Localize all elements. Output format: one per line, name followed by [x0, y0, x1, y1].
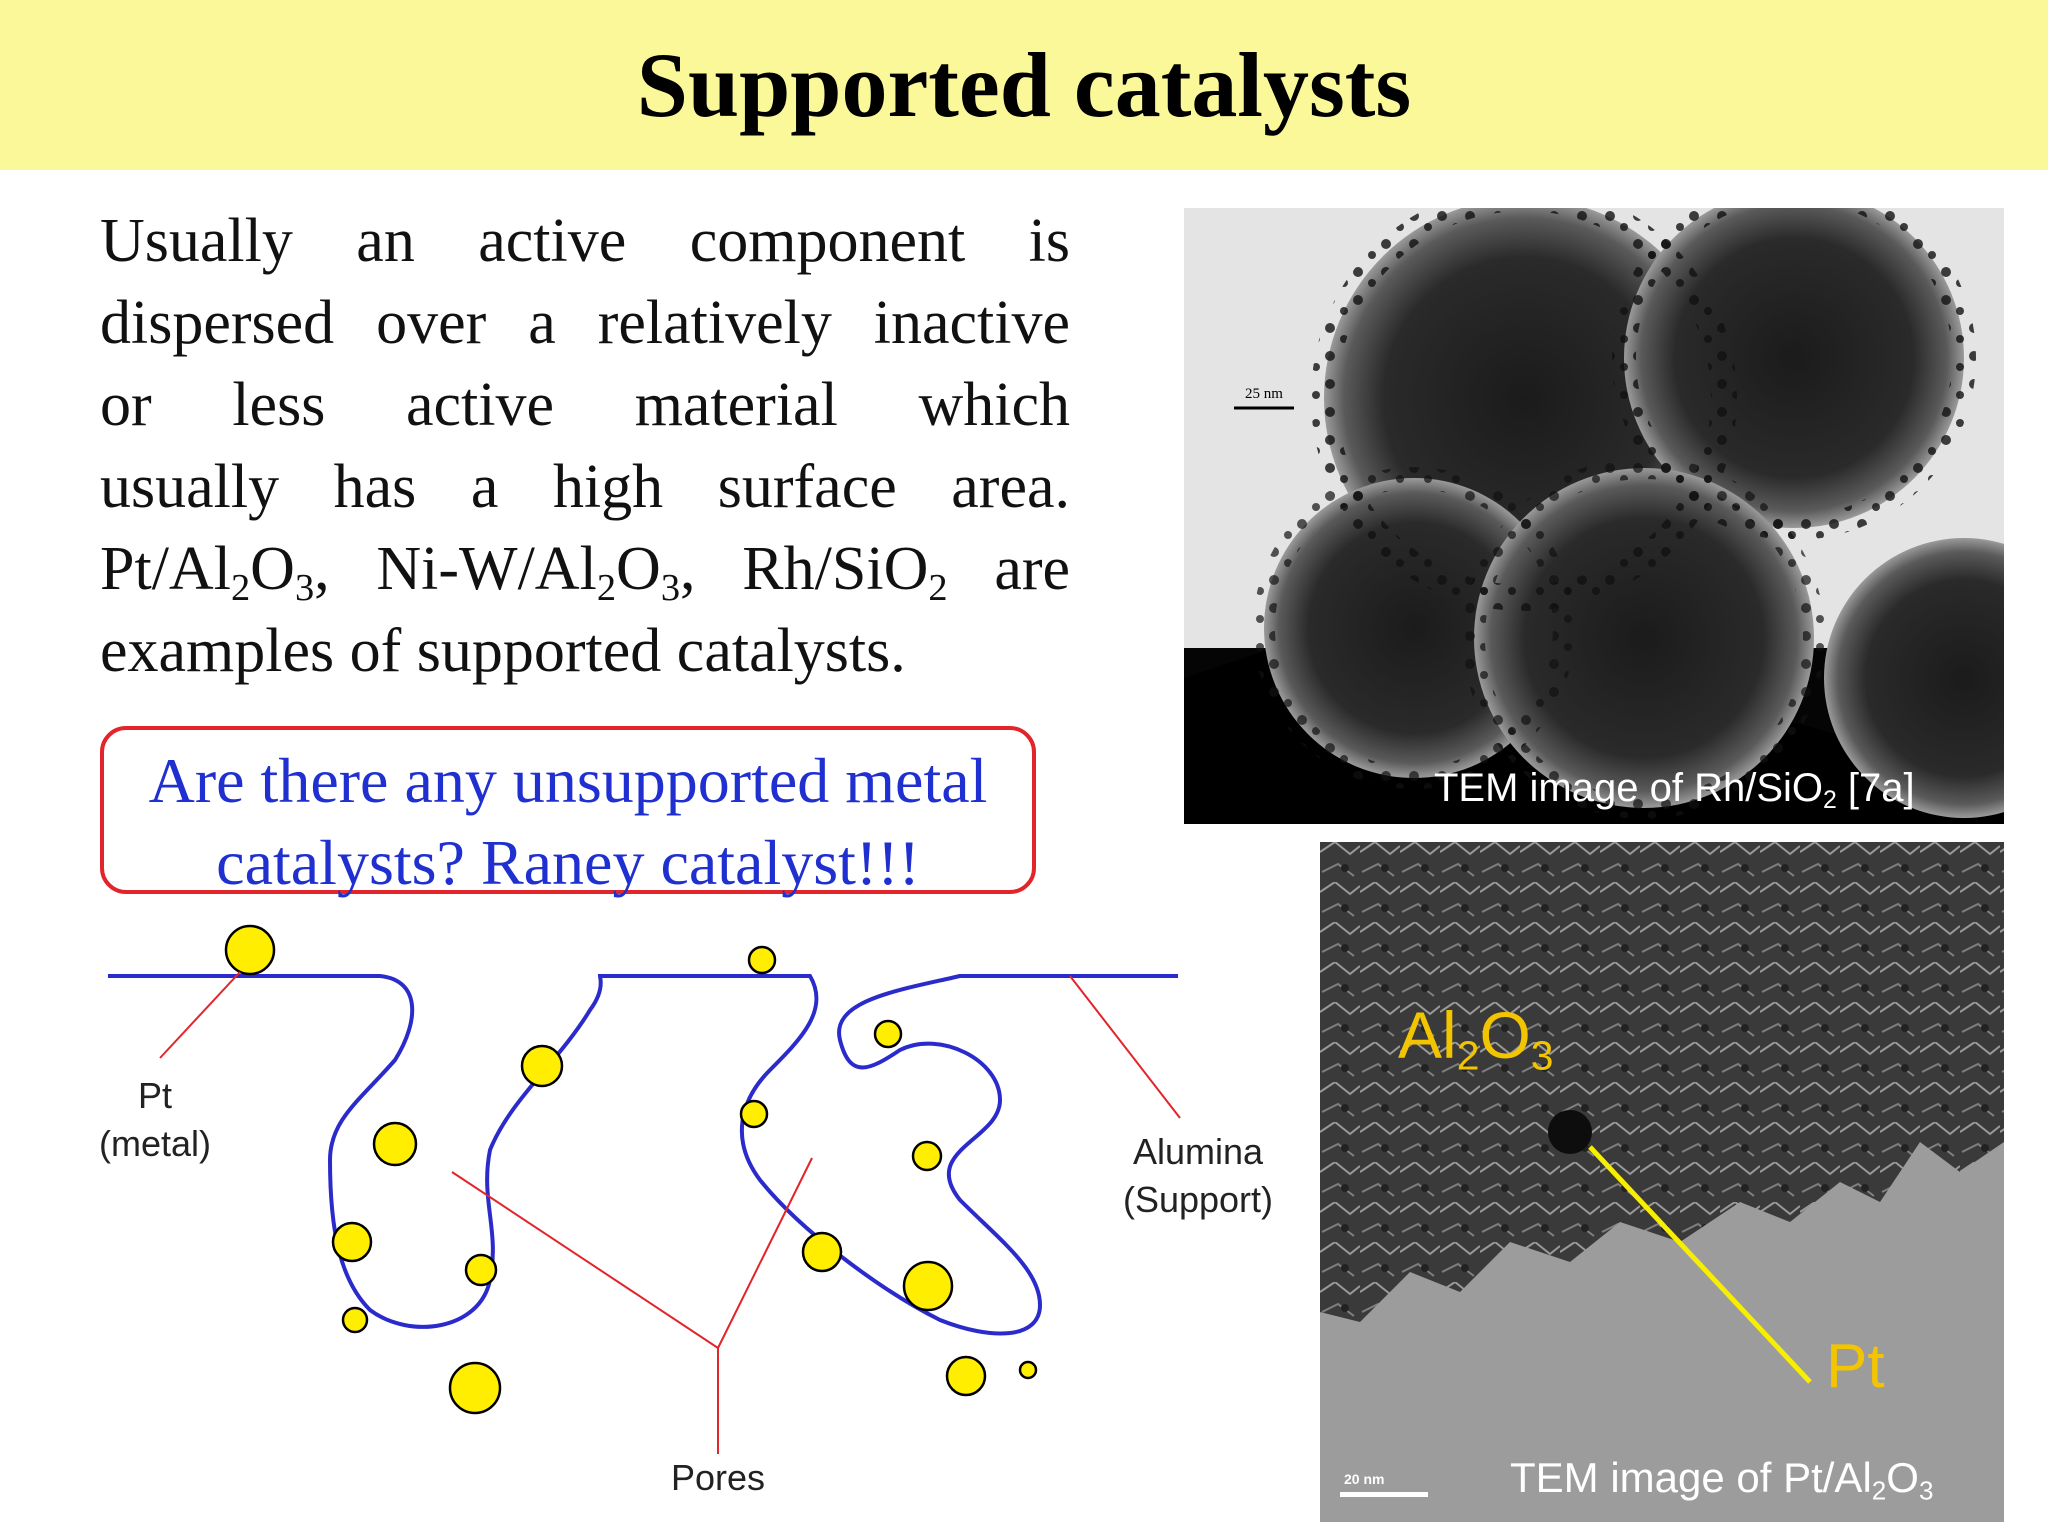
pt-particle [520, 1044, 564, 1088]
pt-particle [1018, 1360, 1038, 1380]
body-line-formulas: Pt/Al2O3, Ni-W/Al2O3, Rh/SiO2 are [100, 528, 1070, 610]
question-line-2: catalysts? Raney catalyst!!! [216, 827, 920, 898]
pt-particle [739, 1099, 769, 1129]
formula-sub: 2 [230, 566, 251, 609]
pores-pointer-line [717, 1157, 813, 1349]
body-line-1: Usually an active component is [100, 207, 1070, 275]
pt-pointer-line [159, 971, 241, 1059]
caption-text: TEM image of Rh/SiO [1434, 766, 1824, 810]
o-sub: 3 [1530, 1032, 1554, 1079]
pores-label: Pores [670, 1457, 766, 1498]
formula-pt: Pt/Al [100, 535, 231, 603]
caption-suffix: [7a] [1836, 766, 1915, 810]
silica-sphere [1474, 468, 1814, 808]
tem-pt-graphic: 20 nm [1320, 842, 2004, 1522]
formula-sub: 2 [928, 566, 948, 609]
caption-text: TEM image of Pt/Al [1510, 1454, 1872, 1501]
pt-particle [372, 1121, 418, 1167]
tem-image-rh-sio2: 25 nm TEM image of Rh/SiO2 [7a] [1184, 176, 2048, 824]
pt-particle [911, 1140, 943, 1172]
pt-particle [945, 1355, 987, 1397]
scale-bar-label: 25 nm [1245, 386, 1283, 402]
al-text: Al [1398, 998, 1457, 1072]
tem-image-pt-al2o3: 20 nm Al2O3 Pt TEM image of Pt/Al2O3 [1320, 842, 2004, 1522]
question-text: Are there any unsupported metal catalyst… [104, 740, 1032, 904]
body-line-4: usually has a high surface area. [100, 453, 1070, 521]
al2o3-label: Al2O3 [1398, 998, 1554, 1076]
slide-title: Supported catalysts [636, 34, 1412, 136]
pores-pointer-line [451, 1171, 719, 1349]
o-text: O [1479, 998, 1531, 1072]
title-bar [0, 0, 2048, 170]
pt-label-line-1: Pt [137, 1075, 172, 1116]
formula-sub: 3 [294, 566, 315, 609]
formula-niw: , Ni-W/Al [314, 535, 597, 603]
formula-rh: , Rh/SiO [680, 535, 929, 603]
formula-sub: 3 [660, 566, 681, 609]
tem-rh-caption: TEM image of Rh/SiO2 [7a] [1434, 764, 1915, 814]
pt-particle [341, 1306, 369, 1334]
caption-sub: 3 [1918, 1475, 1934, 1506]
alumina-label-line-2: (Support) [1122, 1179, 1274, 1220]
caption-sub: 2 [1871, 1475, 1887, 1506]
al-sub: 2 [1456, 1032, 1480, 1079]
scale-bar [1340, 1492, 1428, 1497]
formula-sub: 2 [596, 566, 617, 609]
alumina-support-label: Alumina (Support) [1108, 1128, 1288, 1224]
alumina-pointer-line [1069, 975, 1181, 1119]
formula-o: O [616, 535, 661, 603]
pt-particle [464, 1253, 498, 1287]
pt-particle [873, 1019, 903, 1049]
pt-particle [1548, 1110, 1592, 1154]
body-line-last: examples of supported catalysts. [100, 617, 906, 685]
pt-label-line-2: (metal) [98, 1123, 211, 1164]
tem-rh-graphic: 25 nm [1184, 176, 2048, 824]
pt-particle [747, 945, 777, 975]
pore-diagram [108, 924, 1181, 1454]
body-line-3: or less active material which [100, 371, 1070, 439]
pt-particle [801, 1231, 843, 1273]
caption-o: O [1886, 1454, 1919, 1501]
tem-pt-caption: TEM image of Pt/Al2O3 [1510, 1454, 1934, 1506]
question-line-1: Are there any unsupported metal [148, 745, 988, 816]
body-line-2: dispersed over a relatively inactive [100, 289, 1070, 357]
pt-metal-label: Pt (metal) [80, 1072, 230, 1168]
silica-sphere [1824, 538, 2048, 818]
pt-particle [224, 924, 276, 976]
pt-particle [902, 1260, 954, 1312]
pt-particle [331, 1221, 373, 1263]
alumina-label-line-1: Alumina [1132, 1131, 1264, 1172]
caption-sub: 2 [1823, 786, 1837, 814]
support-outline [108, 974, 1178, 1336]
body-text: Usually an active component is dispersed… [100, 200, 1070, 692]
pt-particle [448, 1361, 502, 1415]
pt-pointer-line [1588, 1145, 1812, 1384]
scale-bar-label: 20 nm [1344, 1471, 1384, 1487]
formula-are: are [947, 535, 1071, 603]
question-box: Are there any unsupported metal catalyst… [100, 726, 1036, 898]
formula-o: O [250, 535, 295, 603]
pt-label: Pt [1826, 1332, 1885, 1401]
